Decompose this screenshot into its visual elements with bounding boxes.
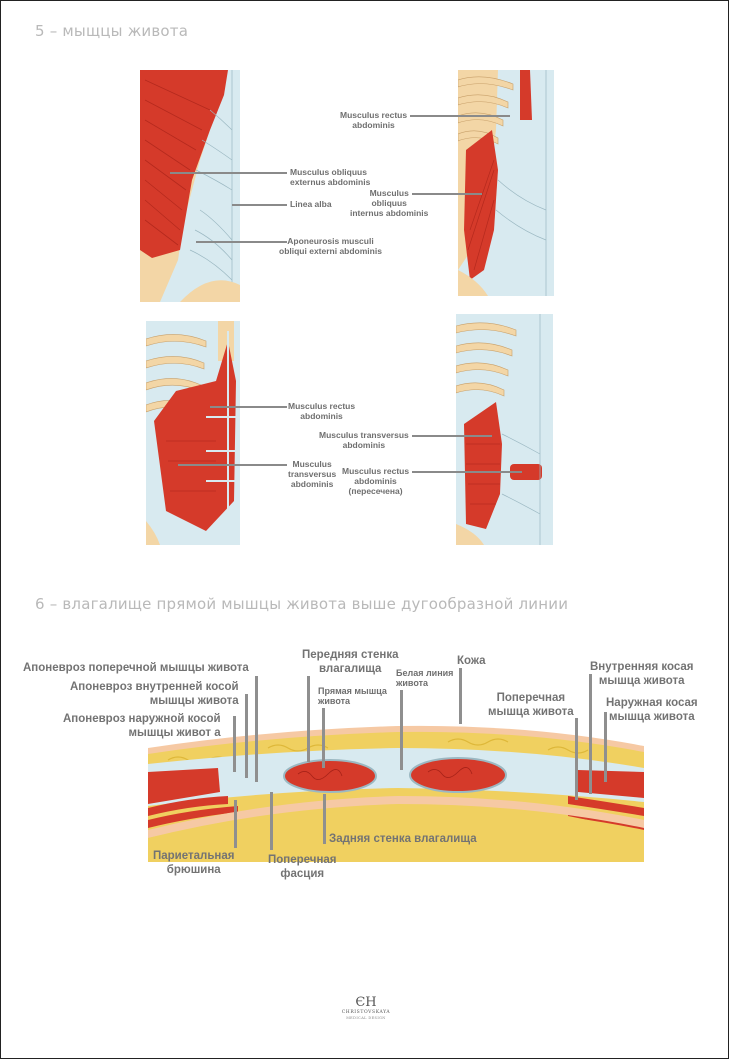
label-posterior-wall: Задняя стенка влагалища bbox=[329, 833, 477, 845]
label-rectus-cut: Musculus rectus abdominis (пересечена) bbox=[342, 466, 410, 496]
label-transversus-d: Musculus transversus abdominis bbox=[319, 430, 409, 450]
label-parietal-peritoneum: Париетальная брюшина bbox=[153, 850, 235, 876]
label-rectus-b: Musculus rectus abdominis bbox=[340, 110, 408, 130]
logo-wordmark: CHRISTOVSKAYA bbox=[341, 1010, 391, 1015]
anatomy-panel-transversus bbox=[456, 314, 553, 545]
anatomy-panel-internal-oblique bbox=[458, 70, 554, 296]
leader-line bbox=[459, 668, 462, 724]
leader-line bbox=[255, 676, 258, 782]
label-linea-alba-a: Linea alba bbox=[290, 199, 332, 209]
label-linea-alba: Белая линия живота bbox=[396, 668, 454, 688]
logo-subtitle: MEDICAL DESIGN bbox=[346, 1016, 386, 1020]
leader-line bbox=[196, 241, 287, 243]
leader-line bbox=[234, 800, 237, 848]
logo-mark: ЄH bbox=[355, 995, 377, 1010]
leader-line bbox=[178, 464, 287, 466]
brand-logo: ЄH CHRISTOVSKAYA MEDICAL DESIGN bbox=[338, 996, 394, 1021]
label-obliquus-internus: Musculus obliquus internus abdominis bbox=[350, 188, 429, 218]
leader-line bbox=[412, 435, 492, 437]
leader-line bbox=[323, 794, 326, 844]
leader-line bbox=[233, 716, 236, 772]
leader-line bbox=[307, 676, 310, 762]
label-external-oblique: Наружная косая мышца живота bbox=[606, 697, 698, 723]
leader-line bbox=[410, 115, 510, 117]
leader-line bbox=[400, 690, 403, 770]
label-rectus-muscle: Прямая мышца живота bbox=[318, 686, 387, 706]
leader-line bbox=[210, 406, 287, 408]
label-aponeurosis-external: Апоневроз наружной косой мышцы живот а bbox=[63, 713, 221, 739]
leader-line bbox=[232, 204, 287, 206]
section-6-title: 6 – влагалище прямой мышцы живота выше д… bbox=[35, 595, 569, 613]
label-transverse-muscle: Поперечная мышца живота bbox=[488, 692, 574, 718]
label-aponeurosis-transverse: Апоневроз поперечной мышцы живота bbox=[23, 662, 249, 674]
label-transversus-c: Musculus transversus abdominis bbox=[288, 459, 337, 489]
label-internal-oblique: Внутренняя косая мышца живота bbox=[590, 661, 694, 687]
label-obliquus-externus: Musculus obliquus externus abdominis bbox=[290, 167, 371, 187]
label-skin: Кожа bbox=[457, 655, 486, 667]
label-rectus-c: Musculus rectus abdominis bbox=[288, 401, 356, 421]
anatomy-panel-external-oblique bbox=[140, 70, 240, 302]
leader-line bbox=[322, 708, 325, 768]
label-aponeurosis-internal: Апоневроз внутренней косой мышцы живота bbox=[70, 681, 239, 707]
label-transverse-fascia: Поперечная фасция bbox=[268, 854, 337, 880]
leader-line bbox=[575, 718, 578, 800]
leader-line bbox=[270, 792, 273, 850]
leader-line bbox=[412, 471, 522, 473]
label-aponeurosis: Aponeurosis musculi obliqui externi abdo… bbox=[279, 236, 382, 256]
leader-line bbox=[604, 712, 607, 782]
leader-line bbox=[170, 172, 287, 174]
leader-line bbox=[245, 694, 248, 778]
leader-line bbox=[589, 674, 592, 794]
section-5-title: 5 – мыщцы живота bbox=[35, 22, 189, 40]
label-anterior-wall: Передняя стенка влагалища bbox=[302, 649, 399, 675]
anatomy-panel-rectus bbox=[146, 321, 240, 545]
leader-line bbox=[412, 193, 482, 195]
